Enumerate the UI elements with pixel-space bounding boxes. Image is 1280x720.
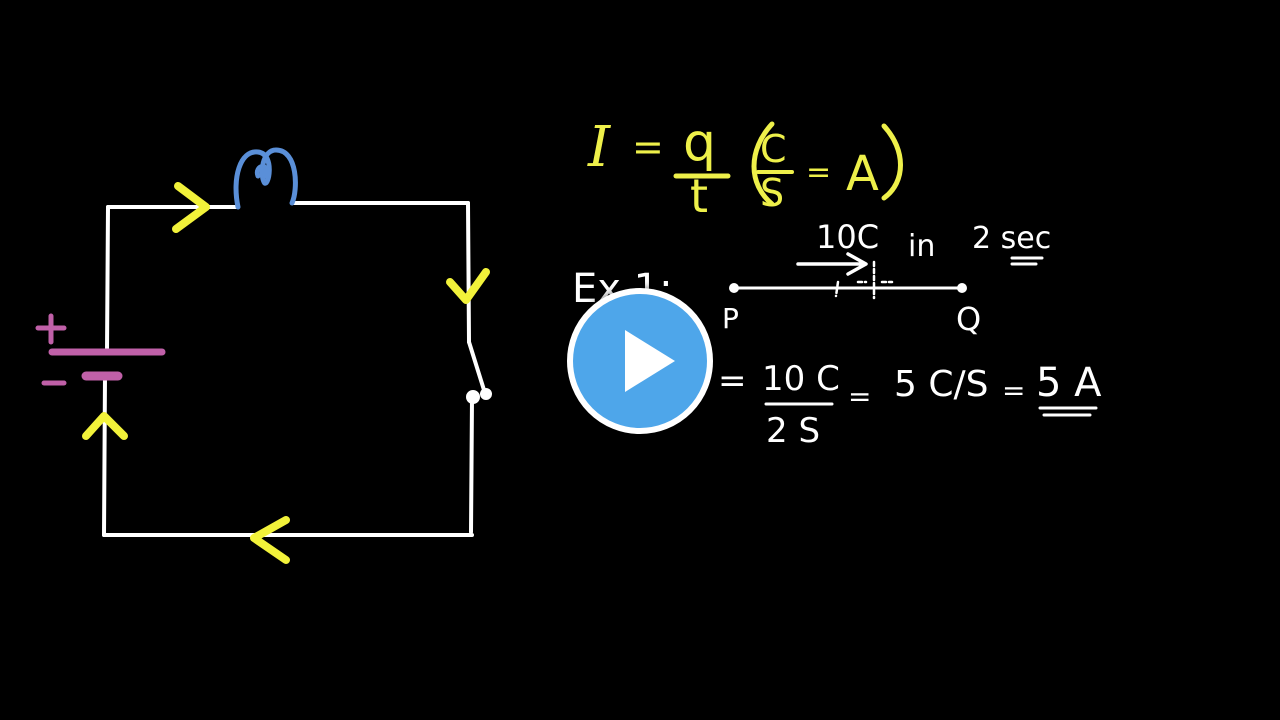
example-1: Ex 1: 10C in 2 sec P Q = 10 C 2 S = 5 C/… xyxy=(572,218,1102,451)
unit-paren-left xyxy=(751,121,775,207)
calc-equals-2: = xyxy=(848,380,871,413)
current-formula: I = q t C S = A xyxy=(587,113,903,223)
charge-flow-arrow xyxy=(796,252,868,276)
calc-equals-3: = xyxy=(1002,374,1025,407)
battery-plus-sign xyxy=(35,313,67,345)
unit-result: A xyxy=(846,146,879,202)
example-charge: 10C xyxy=(816,218,879,256)
play-icon xyxy=(625,330,675,392)
wire-left-lower xyxy=(102,374,107,537)
formula-equals: = xyxy=(632,125,664,169)
cross-section-marks xyxy=(834,260,894,300)
arrow-left xyxy=(82,412,128,440)
wire-right-lower xyxy=(469,396,474,534)
example-in: in xyxy=(908,229,935,264)
calc-mid: 5 C/S xyxy=(894,364,988,405)
time-underline xyxy=(1010,256,1044,266)
calc-denominator: 2 S xyxy=(766,411,820,451)
bulb-icon xyxy=(233,147,298,210)
point-p-dot xyxy=(729,283,739,293)
formula-numerator: q xyxy=(683,113,716,173)
calc-equals-1: = xyxy=(718,361,747,401)
switch-icon xyxy=(466,340,492,404)
arrow-bottom xyxy=(250,516,290,564)
arrow-top xyxy=(172,182,210,233)
battery-icon xyxy=(35,313,166,386)
point-p: P xyxy=(722,302,739,335)
point-q: Q xyxy=(956,300,981,338)
unit-paren-right xyxy=(881,123,903,201)
arrow-right xyxy=(446,268,490,304)
formula-lhs: I xyxy=(587,115,612,180)
unit-numerator: C xyxy=(760,127,787,171)
wire-left-upper xyxy=(105,205,110,354)
calc-numerator: 10 C xyxy=(762,359,840,399)
unit-denominator: S xyxy=(760,171,784,215)
play-button[interactable] xyxy=(567,288,713,434)
current-arrows xyxy=(82,182,490,564)
formula-denominator: t xyxy=(690,169,708,223)
wire-right-upper xyxy=(466,201,471,344)
result-underline xyxy=(1038,406,1098,417)
circuit-wires xyxy=(102,201,474,537)
unit-equals: = xyxy=(806,155,831,190)
calc-result: 5 A xyxy=(1036,360,1102,406)
example-time: 2 sec xyxy=(972,221,1051,256)
point-q-dot xyxy=(957,283,967,293)
